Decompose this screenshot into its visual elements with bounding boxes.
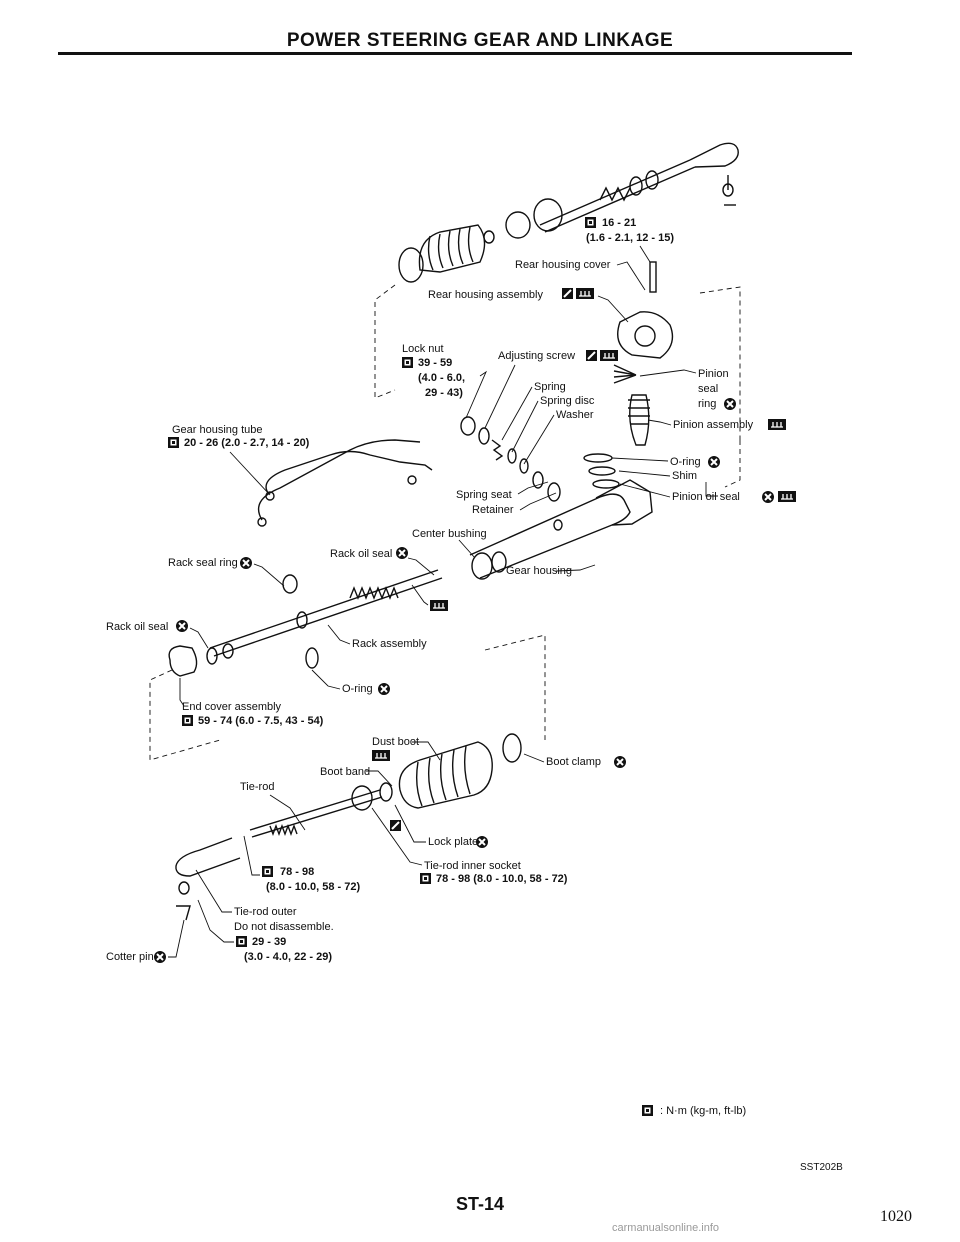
lock-nut-torque-1: 39 - 59 [418,357,452,369]
pinion-seal-ring-label-3: ring [698,398,716,410]
lock-plate-label: Lock plate [428,836,478,848]
rack-seal-ring-label: Rack seal ring [168,557,238,569]
x-icon [761,490,775,504]
grease-icon [767,418,787,431]
gear-housing-tube-part [257,439,433,527]
lock-nut-label: Lock nut [402,343,444,355]
page-title: POWER STEERING GEAR AND LINKAGE [286,30,674,51]
pinion-assembly-label: Pinion assembly [673,419,754,431]
retainer-label: Retainer [472,504,514,516]
torque-icon [262,866,273,877]
gear-housing-part [469,479,653,580]
torque-icon [402,357,413,368]
lower-tie-rod-part [175,785,383,921]
rear-housing-group [583,261,674,489]
grease-icon [575,287,595,300]
tie-rod-outer-label: Tie-rod outer [234,906,297,918]
boot-band-label: Boot band [320,766,370,778]
outer-torque-2: (3.0 - 4.0, 22 - 29) [244,951,332,963]
spring-label: Spring [534,381,566,393]
grease-icon [371,749,391,762]
dust-boot-label: Dust boot [372,736,419,748]
torque-icon [182,715,193,726]
side-number: 1020 [880,1208,912,1225]
grease-icon [429,599,449,612]
o-ring-part [305,647,319,669]
rack-assembly-label: Rack assembly [352,638,427,650]
boot-clamp-label: Boot clamp [546,756,601,768]
sealant-icon [561,287,574,300]
pinion-oil-seal-label: Pinion oil seal [672,491,740,503]
upper-tie-rod-assembly [398,142,739,283]
end-cover-assembly-label: End cover assembly [182,701,282,713]
lock-nut-torque-2: (4.0 - 6.0, [418,372,465,384]
torque-top-sub-label: (1.6 - 2.1, 12 - 15) [586,232,674,244]
lock-nut-torque-3: 29 - 43) [425,387,463,399]
rack-part [209,569,443,657]
units-legend: : N·m (kg-m, ft-lb) [660,1105,746,1117]
lower-boot-part [379,733,522,809]
torque-icon [168,437,179,448]
gear-housing-tube-label: Gear housing tube [172,424,263,436]
inner-socket-torque: 78 - 98 (8.0 - 10.0, 58 - 72) [436,873,568,885]
x-icon [723,397,737,411]
shim-label: Shim [672,470,697,482]
tie-rod-torque-2: (8.0 - 10.0, 58 - 72) [266,881,360,893]
x-icon [707,455,721,469]
torque-icon [236,936,247,947]
rack-oil-seal-label-2: Rack oil seal [106,621,168,633]
rack-seal-ring-part [282,574,298,594]
rear-housing-cover-label: Rear housing cover [515,259,611,271]
spring-disc-label: Spring disc [540,395,595,407]
torque-icon [642,1105,653,1116]
watermark: carmanualsonline.info [612,1222,720,1234]
center-bushing-label: Center bushing [412,528,487,540]
tie-rod-label: Tie-rod [240,781,274,793]
end-cover-part [168,643,234,677]
do-not-disassemble-label: Do not disassemble. [234,921,334,933]
gear-housing-tube-torque: 20 - 26 (2.0 - 2.7, 14 - 20) [184,437,310,449]
x-icon [395,546,409,560]
title-rule [58,52,852,55]
torque-icon [585,217,596,228]
x-icon [613,755,627,769]
torque-icon [420,873,431,884]
adjusting-screw-label: Adjusting screw [498,350,575,362]
x-icon [239,556,253,570]
x-icon [377,682,391,696]
gear-housing-label: Gear housing [506,565,572,577]
page-number: ST-14 [455,1194,505,1214]
sealant-icon [585,349,598,362]
rear-housing-assembly-label: Rear housing assembly [428,289,543,301]
pinion-seal-ring-label-1: Pinion [698,368,729,380]
adjuster-stack [460,416,561,502]
figure-code: SST202B [800,1162,843,1173]
pinion-seal-ring-label-2: seal [698,383,718,395]
x-icon [475,835,489,849]
outer-torque-1: 29 - 39 [252,936,286,948]
end-cover-torque: 59 - 74 (6.0 - 7.5, 43 - 54) [198,715,324,727]
x-icon [153,950,167,964]
o-ring-label-1: O-ring [670,456,701,468]
washer-label: Washer [556,409,594,421]
cotter-pin-label: Cotter pin [106,951,154,963]
torque-top-label: 16 - 21 [602,217,636,229]
x-icon [175,619,189,633]
spring-seat-label: Spring seat [456,489,512,501]
tie-rod-inner-socket-label: Tie-rod inner socket [424,860,521,872]
rack-oil-seal-label-1: Rack oil seal [330,548,392,560]
grease-icon [599,349,619,362]
o-ring-label-2: O-ring [342,683,373,695]
grease-icon [777,490,797,503]
sealant-icon [389,819,402,832]
tie-rod-torque-1: 78 - 98 [280,866,314,878]
